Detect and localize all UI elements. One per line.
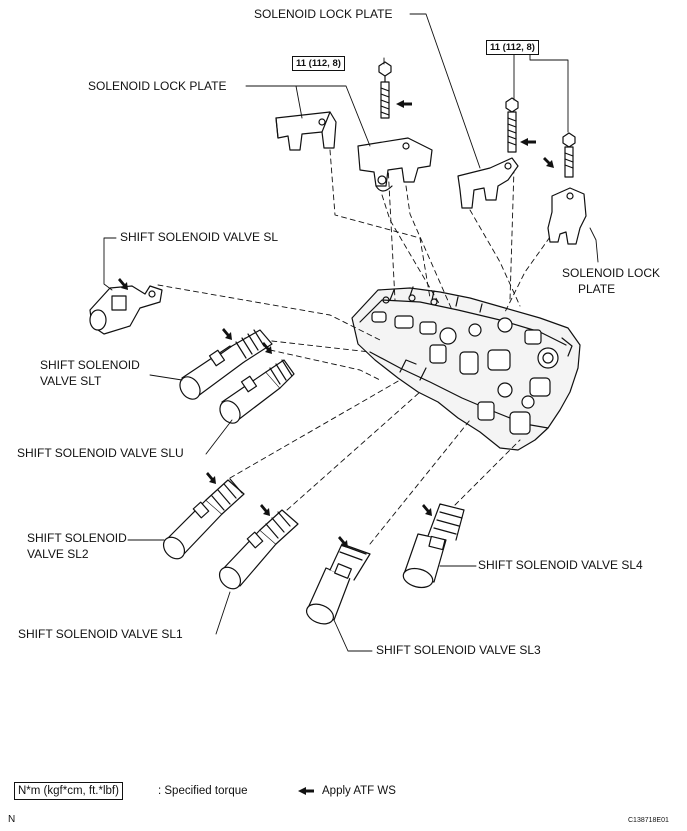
label-lock-plate-right-line2: PLATE [578, 282, 616, 296]
lock-plate-1 [275, 111, 337, 151]
label-lock-plate-top: SOLENOID LOCK PLATE [254, 7, 393, 21]
label-valve-slt-line2: VALVE SLT [40, 374, 102, 388]
legend-torque-unit-box: N*m (kgf*cm, ft.*lbf) [14, 782, 123, 800]
bolt-right [562, 132, 576, 178]
lock-plate-2 [357, 137, 433, 192]
legend-atf-text: Apply ATF WS [322, 785, 396, 797]
bolt-middle [505, 97, 519, 153]
valve-sl-shape [89, 285, 163, 335]
valve-sl3-shape [305, 543, 371, 625]
lock-plate-4 [547, 187, 587, 245]
bolt-left [378, 61, 392, 119]
valve-sl2-shape [162, 478, 245, 560]
label-valve-slu: SHIFT SOLENOID VALVE SLU [17, 446, 184, 460]
torque-spec-left: 11 (112, 8) [292, 56, 345, 71]
legend-torque-text: : Specified torque [158, 785, 248, 797]
valve-slt-shape [179, 329, 273, 400]
lock-plate-3 [457, 157, 519, 209]
leader-lines [103, 13, 599, 652]
valve-sl4-shape [402, 503, 465, 589]
label-lock-plate-right-line1: SOLENOID LOCK [562, 266, 661, 280]
atf-arrows [118, 100, 554, 795]
label-valve-sl2-line2: VALVE SL2 [27, 547, 89, 561]
figure-code: C138718E01 [628, 817, 669, 824]
corner-mark: N [8, 814, 16, 825]
valve-sl1-shape [218, 509, 299, 590]
label-valve-slt-line1: SHIFT SOLENOID [40, 358, 140, 372]
torque-spec-right: 11 (112, 8) [486, 40, 539, 55]
label-lock-plate-left: SOLENOID LOCK PLATE [88, 79, 227, 93]
label-valve-sl1: SHIFT SOLENOID VALVE SL1 [18, 627, 183, 641]
valve-body [351, 286, 581, 451]
label-valve-sl4: SHIFT SOLENOID VALVE SL4 [478, 558, 643, 572]
label-valve-sl3: SHIFT SOLENOID VALVE SL3 [376, 643, 541, 657]
label-valve-sl2-line1: SHIFT SOLENOID [27, 531, 127, 545]
valve-slu-shape [219, 359, 295, 424]
label-valve-sl: SHIFT SOLENOID VALVE SL [120, 230, 279, 244]
